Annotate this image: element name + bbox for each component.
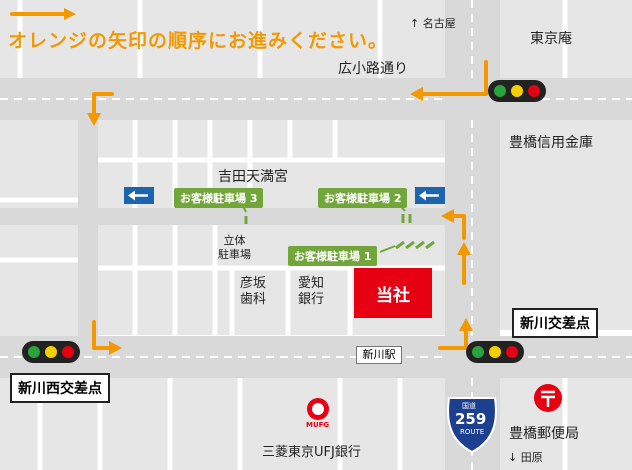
post-office-label: 豊橋郵便局 — [509, 426, 579, 442]
aichi-bank-label: 愛知 銀行 — [298, 276, 325, 307]
one-way-sign-east — [415, 187, 445, 204]
landmark-shinkin: 豊橋信用金庫 — [509, 135, 593, 151]
route-arrowheads — [64, 8, 473, 355]
parking-2-tag: お客様駐車場 2 — [318, 188, 408, 208]
route-arrow-1 — [418, 60, 488, 96]
dental-clinic-label: 彦坂 歯科 — [240, 276, 267, 307]
one-way-sign-west — [124, 187, 154, 204]
traffic-light-shinkawa — [466, 341, 524, 363]
parking-markers — [244, 214, 435, 250]
route-arrow-6 — [448, 214, 466, 240]
mufg-logo-text: MUFG — [306, 421, 330, 429]
instruction-text: オレンジの矢印の順序にお進みください。 — [8, 30, 389, 52]
route-arrow-3 — [92, 320, 114, 350]
direction-north: ↑ 名古屋 — [410, 17, 456, 30]
mufg-logo-icon — [307, 398, 329, 420]
parking-3-tag: お客様駐車場 3 — [174, 188, 264, 208]
direction-south: ↓ 田原 — [508, 451, 543, 464]
route-number: 259 — [455, 410, 487, 428]
landmark-tokyoan: 東京庵 — [530, 31, 572, 47]
route-header: 国道 — [462, 402, 476, 410]
route-259-shield-icon — [447, 397, 497, 454]
block-dividers — [0, 0, 568, 470]
shinkawa-intersection-label: 新川交差点 — [512, 308, 598, 338]
road-label-hirokoji: 広小路通り — [338, 61, 408, 77]
shinkawa-west-intersection-label: 新川西交差点 — [10, 373, 110, 403]
traffic-light-top — [488, 80, 546, 102]
post-office-icon — [534, 384, 562, 412]
multi-parking-label: 立体 駐車場 — [218, 234, 251, 261]
our-company-marker: 当社 — [354, 268, 432, 318]
station-label: 新川駅 — [356, 346, 402, 364]
route-arrow-4 — [438, 326, 468, 350]
route-arrows — [10, 12, 488, 350]
route-footer: ROUTE — [460, 428, 485, 436]
traffic-light-shinkawa-west — [22, 341, 80, 363]
landmark-shrine: 吉田天満宮 — [218, 169, 288, 185]
parking-1-tag: お客様駐車場 1 — [288, 246, 378, 266]
mufg-bank-label: 三菱東京UFJ銀行 — [262, 445, 361, 460]
route-arrow-2 — [92, 92, 114, 118]
